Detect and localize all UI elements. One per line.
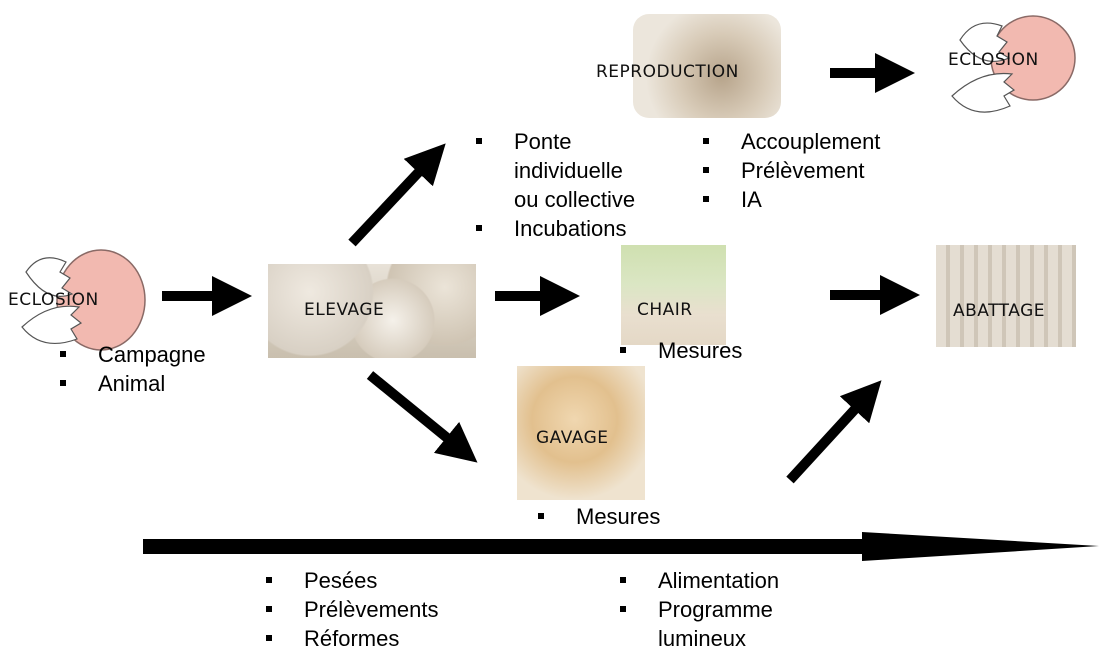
chair-list: Mesures <box>614 336 742 365</box>
node-gavage: GAVAGE <box>536 428 609 448</box>
list-item: Incubations <box>470 214 635 243</box>
list-item: Prélèvements <box>260 595 439 624</box>
list-item: Mesures <box>532 502 660 531</box>
timeline-list-right: Alimentation Programme lumineux <box>614 566 779 653</box>
arrow-elevage-reproduction <box>348 143 446 247</box>
gavage-photo <box>517 366 645 500</box>
list-item: Ponte <box>470 127 635 156</box>
list-item: Programme <box>614 595 779 624</box>
list-item: Animal <box>54 369 206 398</box>
arrow-gavage-abattage <box>786 380 882 484</box>
node-eclosion-left: ECLOSION <box>8 290 99 310</box>
reproduction-photo <box>633 14 781 118</box>
eclosion-list: Campagne Animal <box>54 340 206 398</box>
list-item: Alimentation <box>614 566 779 595</box>
list-item: Prélèvement <box>697 156 880 185</box>
node-abattage: ABATTAGE <box>953 301 1045 321</box>
elevage-photo <box>268 264 476 358</box>
list-item-continuation: individuelle <box>514 158 623 183</box>
list-item: Pesées <box>260 566 439 595</box>
node-elevage: ELEVAGE <box>304 300 385 320</box>
gavage-list: Mesures <box>532 502 660 531</box>
list-item: Accouplement <box>697 127 880 156</box>
node-reproduction: REPRODUCTION <box>596 62 739 82</box>
list-item-continuation: ou collective <box>514 187 636 212</box>
chair-photo <box>621 245 726 345</box>
list-item-continuation: lumineux <box>658 626 747 651</box>
list-item: Campagne <box>54 340 206 369</box>
ponte-list: Ponte individuelle ou collective Incubat… <box>470 127 635 243</box>
hatching-egg-icon-right <box>951 15 1076 113</box>
list-item: Mesures <box>614 336 742 365</box>
arrow-elevage-gavage <box>366 371 478 463</box>
hatching-egg-icon-left <box>21 249 146 351</box>
abattage-photo <box>936 245 1076 347</box>
node-chair: CHAIR <box>637 300 693 320</box>
reproduction-list: Accouplement Prélèvement IA <box>697 127 880 214</box>
timeline-arrow <box>143 532 1099 561</box>
timeline-list-left: Pesées Prélèvements Réformes <box>260 566 439 653</box>
list-item: IA <box>697 185 880 214</box>
node-eclosion-right: ECLOSION <box>948 50 1039 70</box>
list-item: Réformes <box>260 624 439 653</box>
